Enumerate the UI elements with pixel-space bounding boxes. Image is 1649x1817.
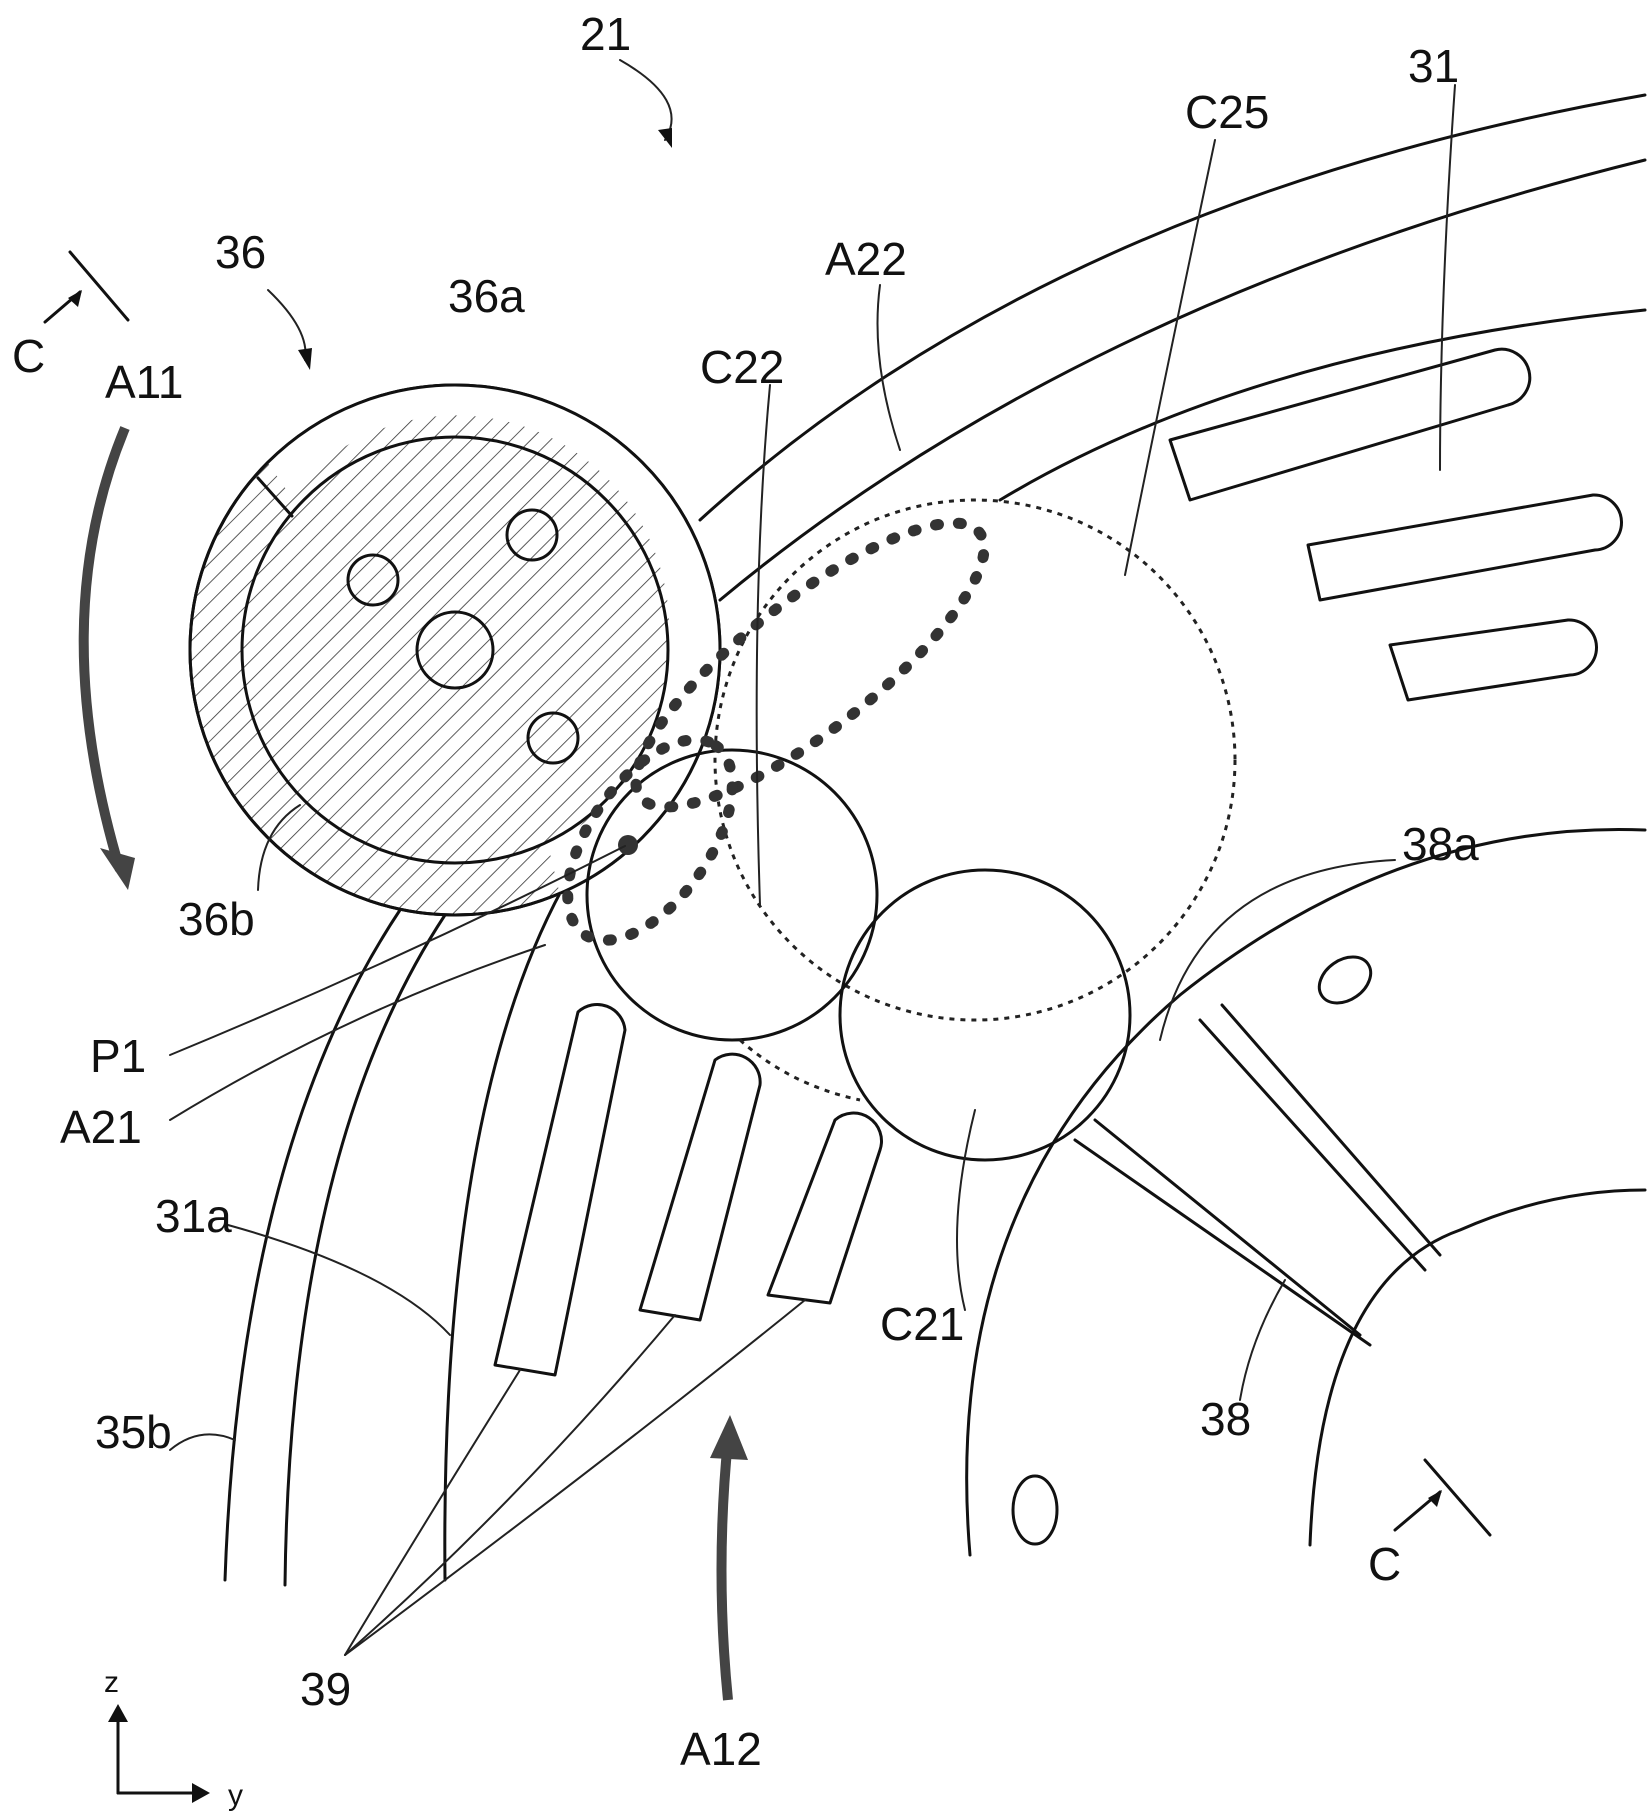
label-35b: 35b [95,1406,172,1458]
spoke-1-b [1075,1140,1370,1345]
slot-top-1 [1170,349,1530,500]
label-39: 39 [300,1663,351,1715]
label-c25: C25 [1185,86,1269,138]
circle-c21 [840,870,1130,1160]
axis-y-arrowhead [192,1783,210,1803]
leader-31 [1440,85,1455,470]
oval-hole-bottom [1013,1476,1057,1544]
label-31: 31 [1408,40,1459,92]
leader-38a [1160,860,1395,1040]
slot-39-c [768,1113,881,1303]
spoke-2-b [1222,1005,1440,1255]
axis-y-label: y [228,1779,243,1812]
leader-21 [620,60,672,140]
leader-a22 [878,285,901,450]
arrow-a11-head [100,848,135,890]
arrow-a11-curve [84,428,125,870]
label-section-c-top: C [12,330,45,382]
leader-36-head [298,348,312,370]
point-p1 [618,835,638,855]
leader-35b [170,1434,235,1450]
label-31a: 31a [155,1190,232,1242]
slot-39-b [640,1054,760,1320]
label-38a: 38a [1402,818,1479,870]
center-rotor-inner-arc [1310,1190,1645,1545]
section-arrow-bottom-head [1428,1490,1442,1507]
axis-z-label: z [104,1666,119,1699]
arc-31a [445,875,570,1580]
label-p1: P1 [90,1030,146,1082]
leader-38 [1240,1280,1285,1400]
label-38: 38 [1200,1393,1251,1445]
label-section-c-bottom: C [1368,1538,1401,1590]
rotor-outer-arc [1000,310,1645,500]
housing-outer-arc [700,95,1645,520]
leader-36 [268,290,306,360]
oval-hole-right [1311,948,1380,1013]
leader-c21 [957,1110,975,1310]
label-a11: A11 [105,356,183,408]
leader-39-c [345,1300,805,1655]
label-36b: 36b [178,893,255,945]
label-36a: 36a [448,270,525,322]
slot-39-a [495,1004,625,1375]
label-36: 36 [215,226,266,278]
label-c22: C22 [700,341,784,393]
slot-top-3 [1390,620,1596,700]
leader-21-head [658,128,672,148]
label-a21: A21 [60,1101,142,1153]
leader-39-a [345,1370,520,1655]
arrow-a12-curve [722,1440,729,1700]
leader-31a [228,1225,450,1335]
section-line-top [70,252,128,320]
center-rotor-outer-arc [967,829,1645,1555]
leader-c25 [1125,140,1215,575]
axis-z-arrowhead [108,1704,128,1722]
section-arrow-top-head [68,290,82,307]
housing-inner-arc [720,160,1645,600]
label-a12: A12 [680,1723,762,1775]
arrow-a12-head [710,1415,748,1460]
label-21: 21 [580,8,631,60]
slot-top-2 [1308,495,1621,600]
arc-35b-outer [225,910,400,1580]
label-c21: C21 [880,1298,964,1350]
label-a22: A22 [825,233,907,285]
